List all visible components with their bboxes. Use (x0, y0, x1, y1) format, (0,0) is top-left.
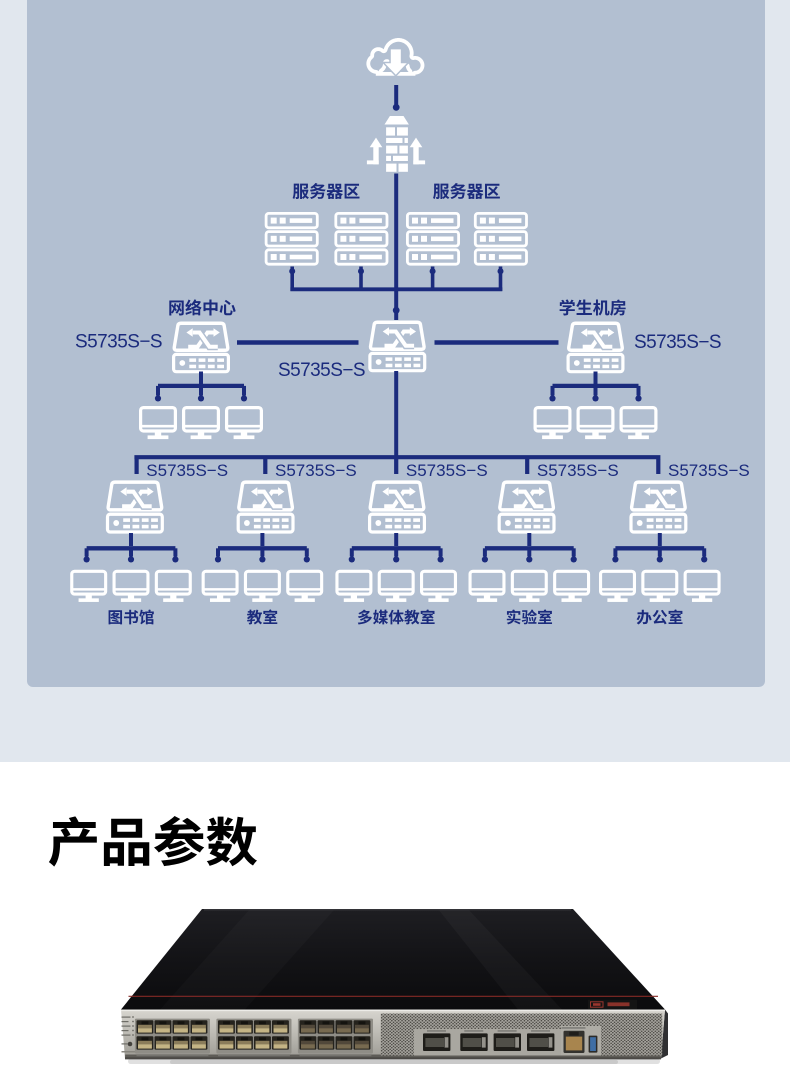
svg-text:S5735S−S: S5735S−S (146, 461, 228, 480)
svg-text:S5735S−S: S5735S−S (668, 461, 750, 480)
svg-text:S5735S−S: S5735S−S (278, 360, 365, 381)
svg-text:S5735S−S: S5735S−S (634, 332, 721, 353)
svg-text:S5735S−S: S5735S−S (275, 461, 357, 480)
svg-text:S5735S−S: S5735S−S (75, 332, 162, 353)
svg-text:S5735S−S: S5735S−S (406, 461, 488, 480)
svg-text:S5735S−S: S5735S−S (537, 461, 619, 480)
